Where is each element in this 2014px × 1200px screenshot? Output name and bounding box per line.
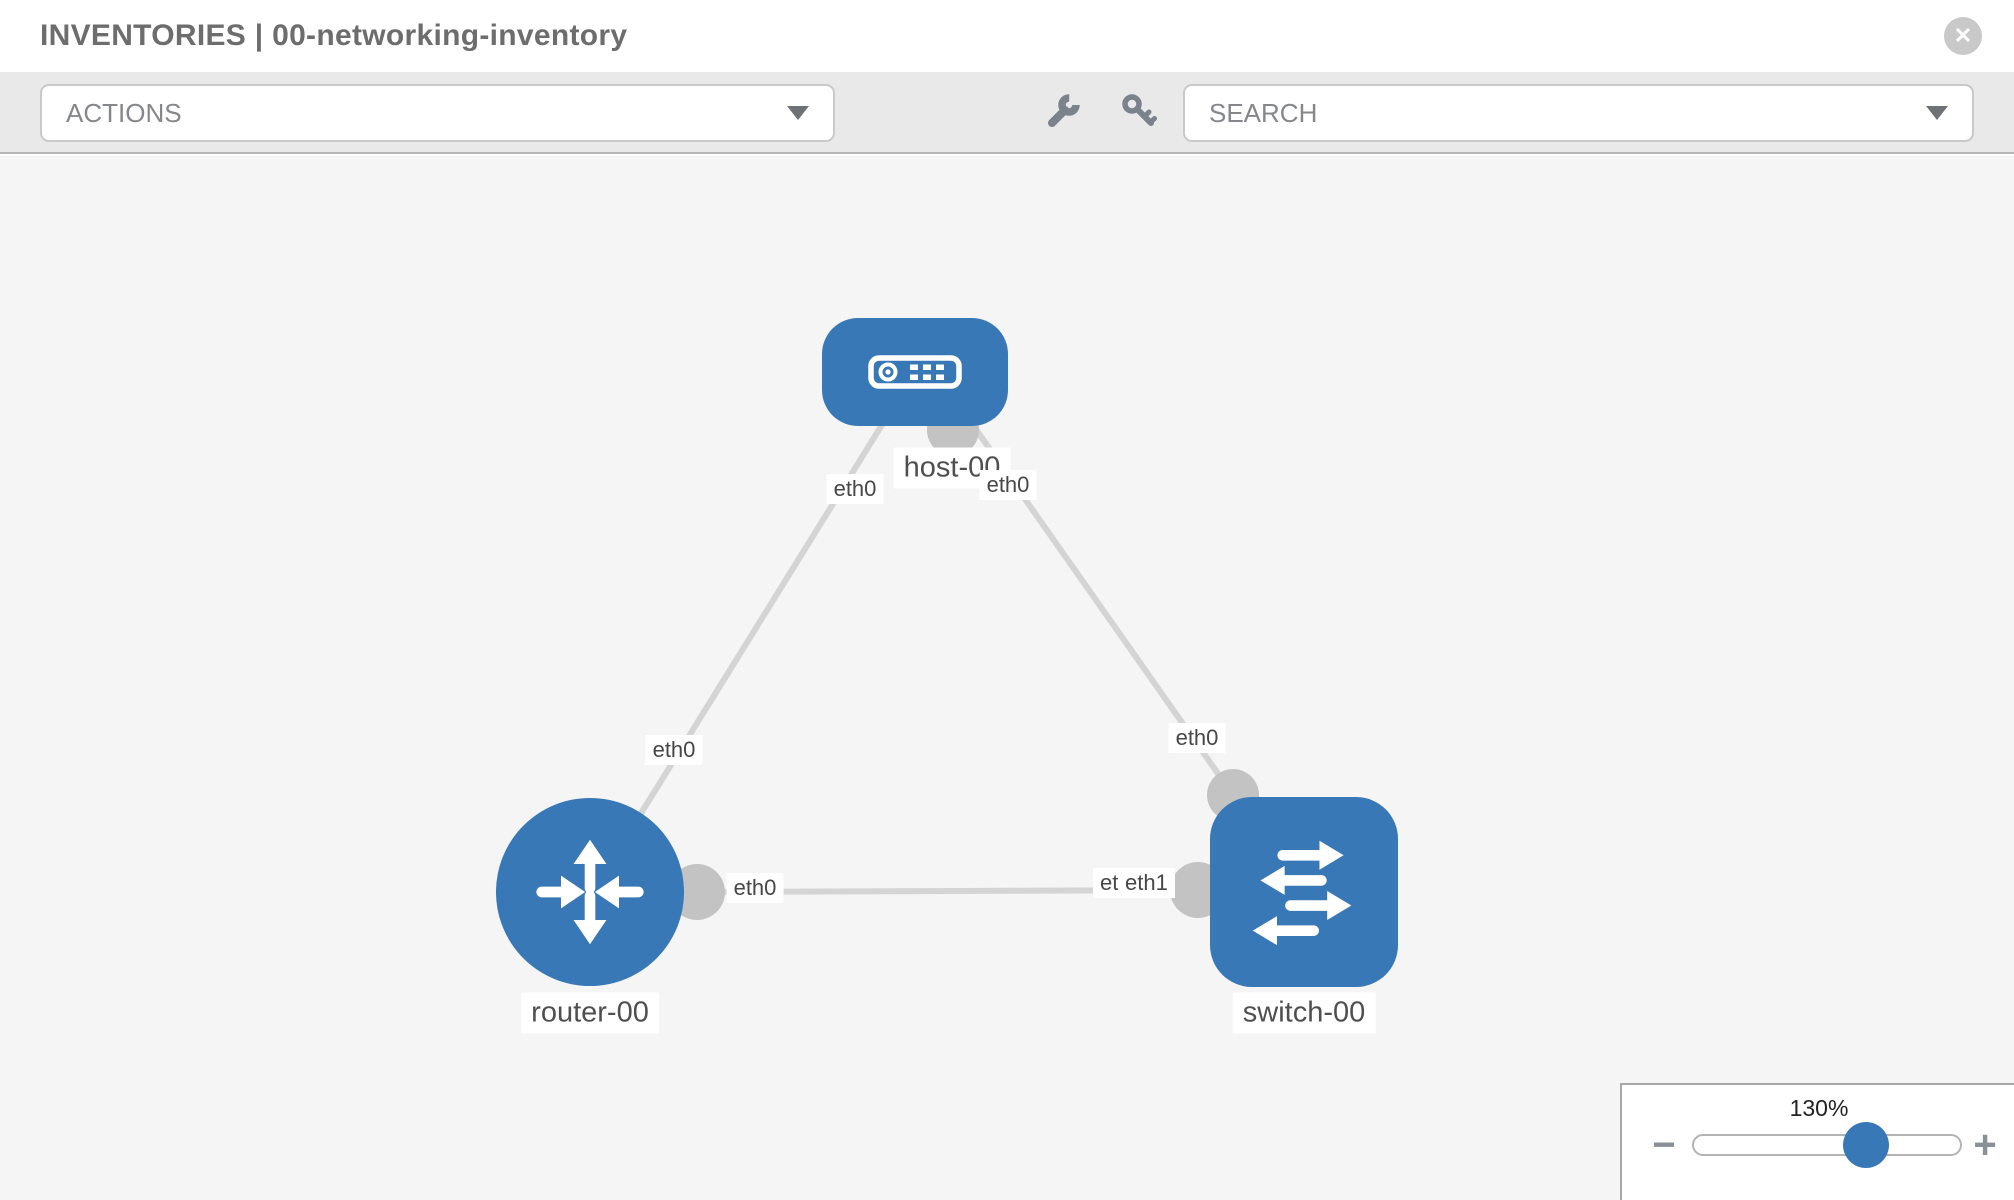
toolbar: ACTIONS SEARCH xyxy=(0,72,2014,154)
configure-button[interactable] xyxy=(1043,92,1083,132)
node-host-00[interactable] xyxy=(822,318,1008,426)
interface-label: eth0 xyxy=(645,735,703,765)
switch-icon xyxy=(1252,840,1352,946)
search-dropdown[interactable]: SEARCH xyxy=(1183,84,1974,142)
zoom-panel: 130% − + xyxy=(1620,1083,2014,1200)
topology-canvas[interactable]: host-00 router-00 switch-00 eth0 eth0 et… xyxy=(0,156,2014,1200)
zoom-slider-handle[interactable] xyxy=(1843,1122,1889,1168)
search-dropdown-label: SEARCH xyxy=(1209,97,1318,128)
node-label-router: router-00 xyxy=(521,992,659,1034)
page-title: INVENTORIES | 00-networking-inventory xyxy=(40,19,628,52)
credentials-button[interactable] xyxy=(1120,92,1160,132)
node-router-00[interactable] xyxy=(496,798,684,986)
interface-label: eth0 xyxy=(979,470,1037,500)
interface-label: eth1 xyxy=(1118,868,1175,898)
node-label-switch: switch-00 xyxy=(1232,992,1376,1034)
chevron-down-icon xyxy=(1926,106,1948,120)
wrench-icon xyxy=(1048,94,1080,127)
zoom-in-button[interactable]: + xyxy=(1973,1123,1997,1167)
links-layer xyxy=(637,404,1259,920)
close-icon: ✕ xyxy=(1953,23,1973,48)
node-switch-00[interactable] xyxy=(1210,797,1398,987)
actions-dropdown-label: ACTIONS xyxy=(66,97,182,128)
actions-dropdown[interactable]: ACTIONS xyxy=(40,84,835,142)
close-button[interactable]: ✕ xyxy=(1944,17,1982,55)
chevron-down-icon xyxy=(787,106,809,120)
node-label-host: host-00 xyxy=(893,447,1011,489)
header: INVENTORIES | 00-networking-inventory ✕ xyxy=(0,0,2014,72)
zoom-slider-track[interactable] xyxy=(1692,1122,1962,1168)
router-icon xyxy=(536,839,644,945)
interface-label: eth0 xyxy=(1168,723,1226,753)
zoom-out-button[interactable]: − xyxy=(1652,1123,1676,1167)
interface-label: eth0 xyxy=(826,474,884,504)
key-icon xyxy=(1122,94,1157,126)
interface-label: eth0 xyxy=(726,873,784,903)
zoom-level: 130% xyxy=(1789,1095,1849,1121)
host-icon xyxy=(868,355,962,389)
